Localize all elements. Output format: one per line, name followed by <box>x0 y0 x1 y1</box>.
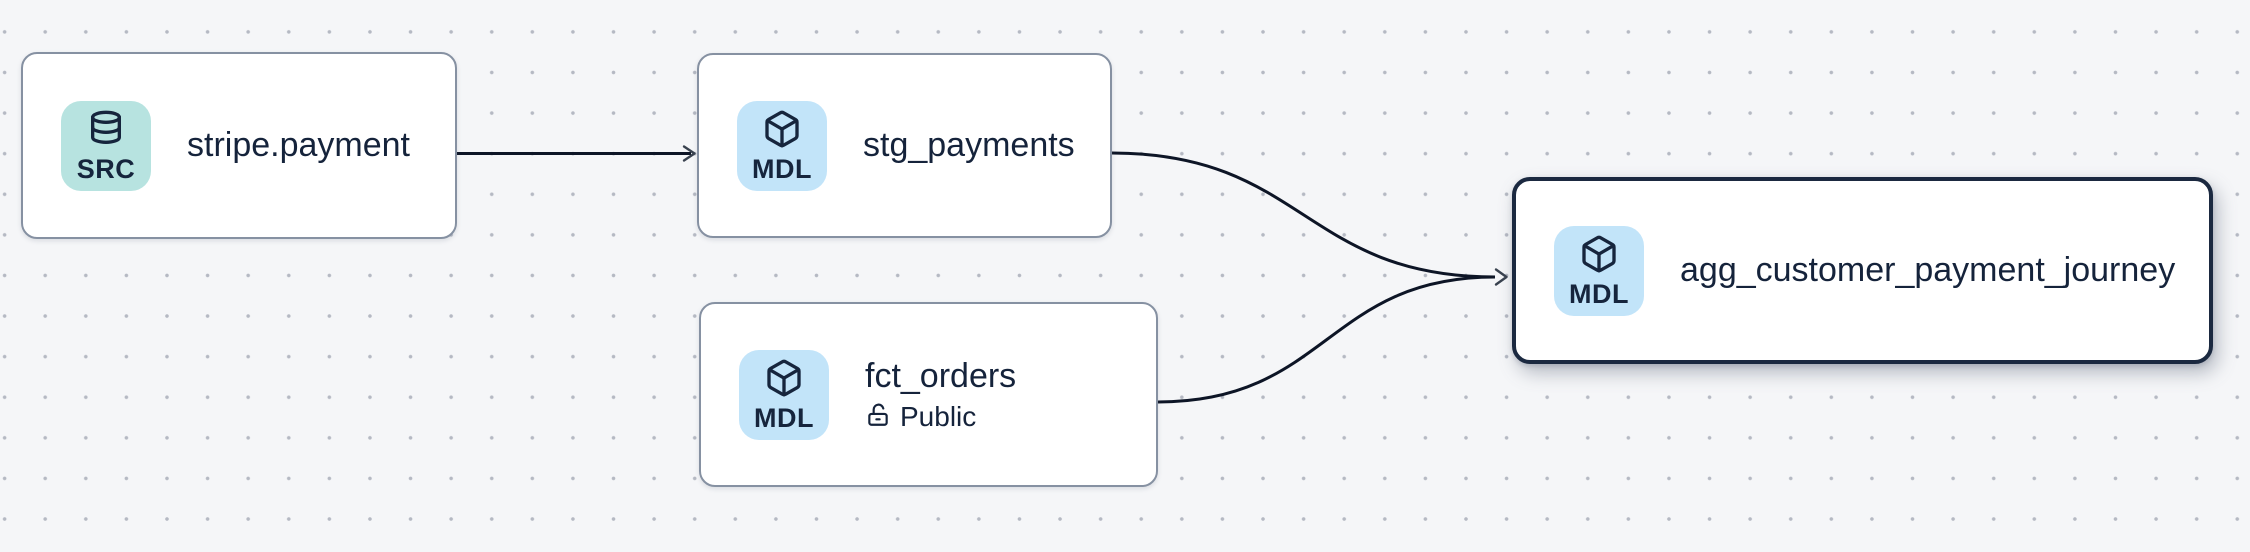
model-badge: MDL <box>739 349 829 440</box>
source-badge: SRC <box>61 100 151 191</box>
cube-icon <box>764 358 804 403</box>
node-stripe-payment[interactable]: SRC stripe.payment <box>21 52 457 239</box>
badge-label: MDL <box>754 402 814 433</box>
edge-stg-payments-to-agg[interactable] <box>1111 151 1496 279</box>
model-badge: MDL <box>737 100 827 191</box>
database-icon <box>86 109 126 154</box>
arrowhead-icon <box>682 145 696 162</box>
unlock-icon <box>865 402 891 433</box>
node-stg-payments[interactable]: MDL stg_payments <box>697 53 1112 238</box>
badge-label: SRC <box>76 153 136 184</box>
node-title: stg_payments <box>863 126 1075 165</box>
node-title: agg_customer_payment_journey <box>1680 251 2176 290</box>
badge-label: MDL <box>1569 278 1629 309</box>
edge-fct-orders-to-agg[interactable] <box>1157 275 1496 404</box>
cube-icon <box>1579 234 1619 279</box>
arrowhead-icon <box>1494 268 1508 286</box>
node-title: stripe.payment <box>187 126 410 165</box>
access-label: Public <box>900 400 977 432</box>
node-agg-customer-payment-journey[interactable]: MDL agg_customer_payment_journey <box>1512 177 2213 364</box>
node-fct-orders[interactable]: MDL fct_orders Public <box>699 302 1158 487</box>
model-badge: MDL <box>1554 225 1644 316</box>
badge-label: MDL <box>752 153 812 184</box>
node-title: fct_orders <box>865 357 1017 396</box>
access-badge: Public <box>865 400 1016 433</box>
cube-icon <box>762 109 802 154</box>
